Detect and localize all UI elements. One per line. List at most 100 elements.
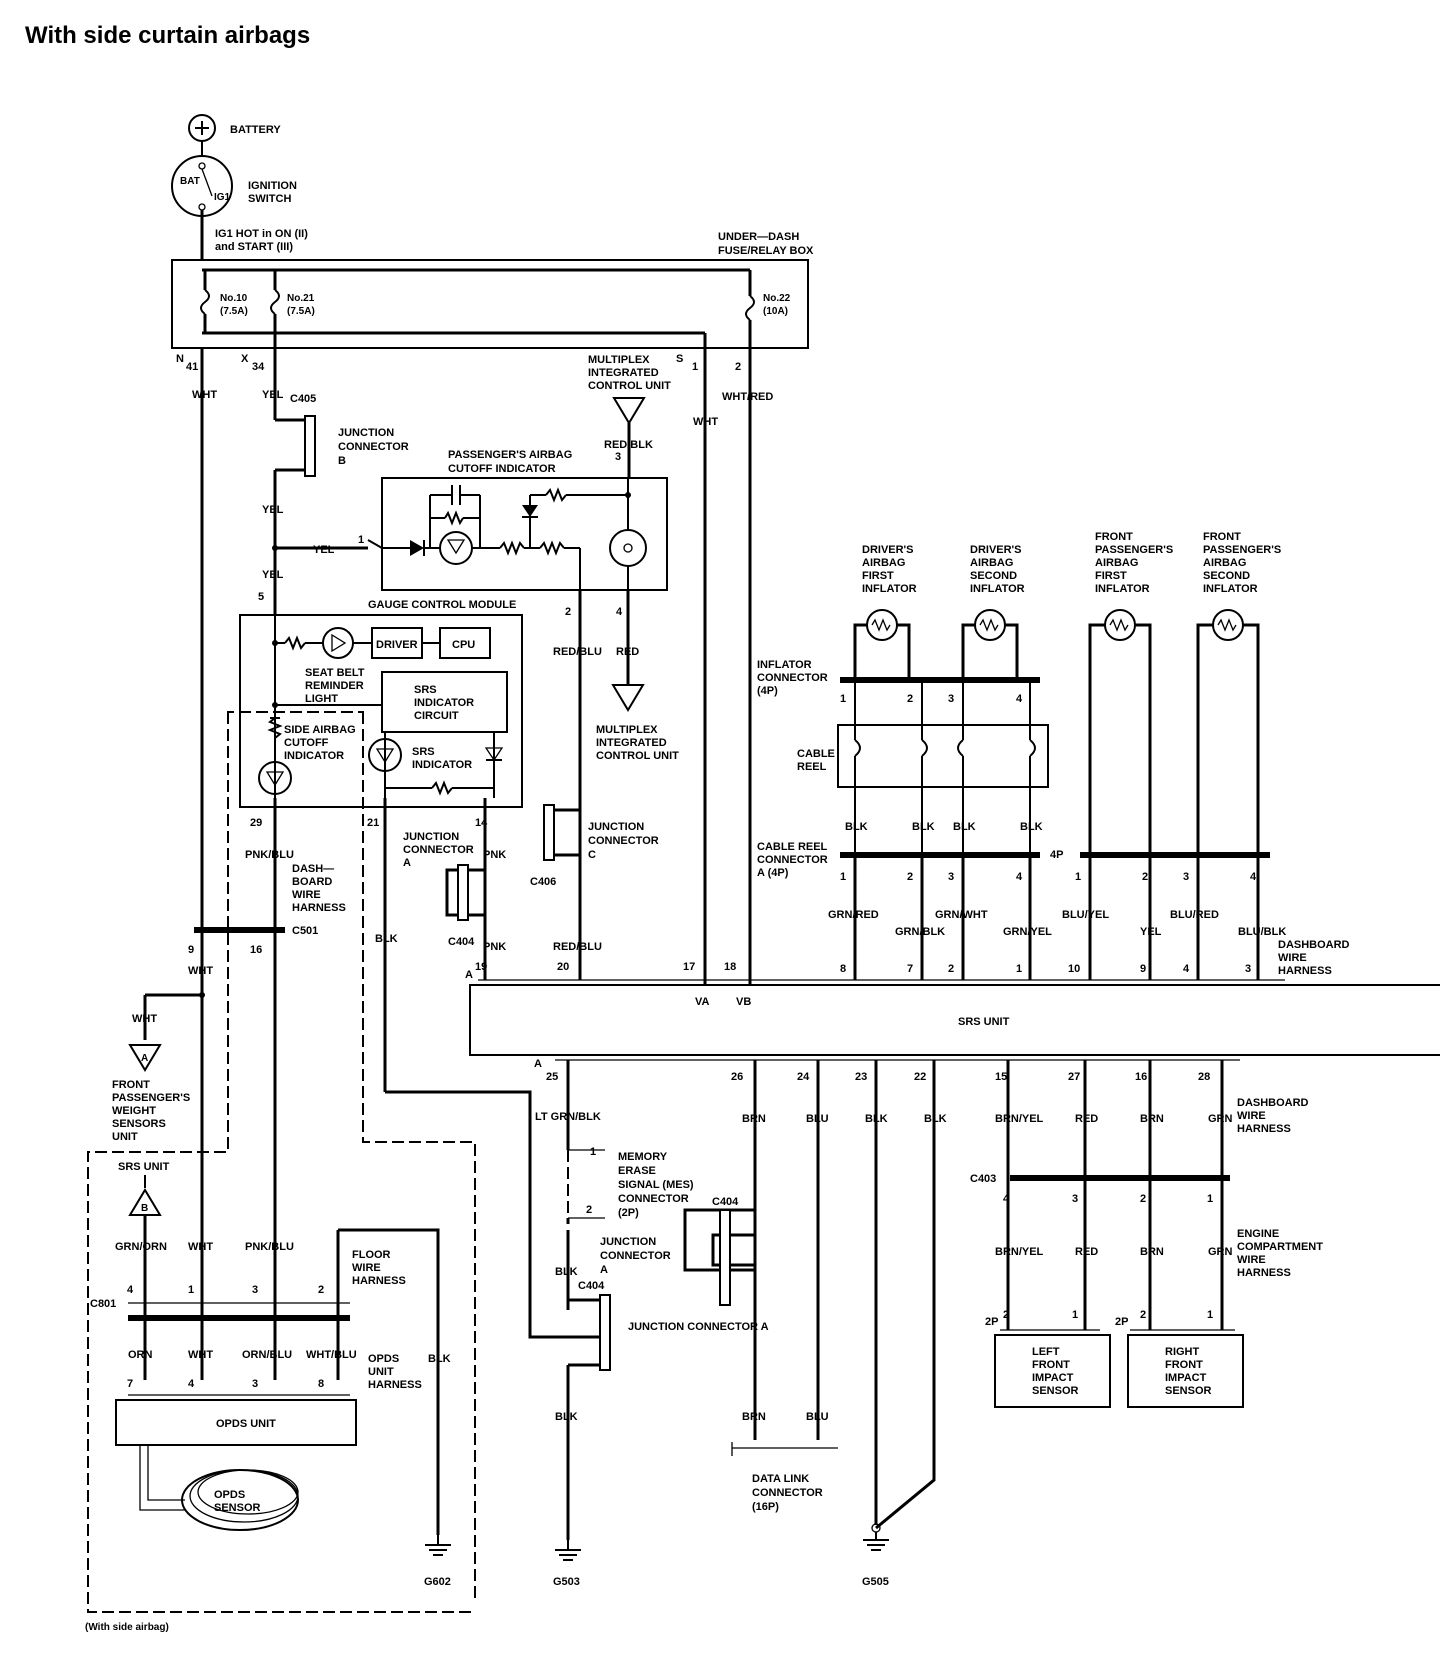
dlc-1: DATA LINK bbox=[752, 1473, 809, 1485]
inf-3-5: INFLATOR bbox=[1095, 583, 1150, 595]
dwh-top-1: DASHBOARD bbox=[1278, 939, 1350, 951]
conn-x: X bbox=[241, 353, 249, 365]
bat-label: BAT bbox=[180, 176, 200, 187]
wire-blk-3: BLK bbox=[912, 821, 935, 833]
wire-yel-1: YEL bbox=[262, 389, 284, 401]
inf-2-3: SECOND bbox=[970, 570, 1017, 582]
fuse-21-symbol bbox=[270, 289, 280, 315]
inf-4-1: FRONT bbox=[1203, 531, 1241, 543]
srs-conn-a-bot: A bbox=[534, 1058, 542, 1070]
junction-b-1: JUNCTION bbox=[338, 427, 394, 439]
wire-grn-red: GRN/RED bbox=[828, 909, 879, 921]
right-sensor-2: FRONT bbox=[1165, 1359, 1203, 1371]
wire-blk-10: BLK bbox=[428, 1353, 451, 1365]
wire-grn-wht: GRN/WHT bbox=[935, 909, 988, 921]
two-p-right: 2P bbox=[1115, 1316, 1128, 1328]
wire-blk-4: BLK bbox=[953, 821, 976, 833]
srs-indicator-circuit bbox=[381, 671, 508, 733]
srs-circuit-2: INDICATOR bbox=[414, 697, 474, 709]
svg-text:3: 3 bbox=[948, 693, 954, 705]
wire-blu-1: BLU bbox=[806, 1113, 829, 1125]
svg-text:4: 4 bbox=[1003, 1193, 1010, 1205]
inf-4-4: SECOND bbox=[1203, 570, 1250, 582]
right-sensor-1: RIGHT bbox=[1165, 1346, 1200, 1358]
mes-1: MEMORY bbox=[618, 1151, 668, 1163]
inf-conn-3: (4P) bbox=[757, 685, 778, 697]
floor-3: HARNESS bbox=[352, 1275, 406, 1287]
dlc-3: (16P) bbox=[752, 1501, 779, 1513]
svg-text:1: 1 bbox=[590, 1146, 596, 1158]
srs-circuit-3: CIRCUIT bbox=[414, 710, 459, 722]
c501-label: C501 bbox=[292, 925, 318, 937]
right-sensor-3: IMPACT bbox=[1165, 1372, 1207, 1384]
weight-5: UNIT bbox=[112, 1131, 138, 1143]
inf-3-4: FIRST bbox=[1095, 570, 1127, 582]
crc-3: A (4P) bbox=[757, 867, 789, 879]
side-airbag-3: INDICATOR bbox=[284, 750, 344, 762]
wire-blk-9: BLK bbox=[924, 1113, 947, 1125]
wire-red-blk: RED/BLK bbox=[604, 439, 653, 451]
svg-text:9: 9 bbox=[1140, 963, 1146, 975]
eng-1: ENGINE bbox=[1237, 1228, 1279, 1240]
wire-wht-2: WHT bbox=[188, 965, 213, 977]
left-sensor-2: FRONT bbox=[1032, 1359, 1070, 1371]
svg-text:2: 2 bbox=[318, 1284, 324, 1296]
multiplex-bot-2: INTEGRATED bbox=[596, 737, 667, 749]
svg-text:3: 3 bbox=[252, 1378, 258, 1390]
floor-1: FLOOR bbox=[352, 1249, 391, 1261]
svg-text:29: 29 bbox=[250, 817, 262, 829]
inf-1-3: FIRST bbox=[862, 570, 894, 582]
c404-label-2: C404 bbox=[578, 1280, 605, 1292]
multiplex-top-symbol bbox=[612, 397, 646, 425]
jca2-3: A bbox=[600, 1264, 608, 1276]
dash-harness-2: BOARD bbox=[292, 876, 332, 888]
fuse-10-id: No.10 bbox=[220, 293, 248, 304]
svg-text:2: 2 bbox=[1003, 1309, 1009, 1321]
wire-grn-2: GRN bbox=[1208, 1246, 1233, 1258]
gauge-module-label: GAUGE CONTROL MODULE bbox=[368, 599, 516, 611]
dwh-bot-2: WIRE bbox=[1237, 1110, 1266, 1122]
dwh-top-2: WIRE bbox=[1278, 952, 1307, 964]
svg-text:16: 16 bbox=[1135, 1071, 1147, 1083]
wire-pnk-blu-2: PNK/BLU bbox=[245, 1241, 294, 1253]
dwh-bot-3: HARNESS bbox=[1237, 1123, 1291, 1135]
fuse-10-symbol bbox=[200, 289, 210, 315]
svg-text:9: 9 bbox=[188, 944, 194, 956]
svg-text:4: 4 bbox=[1016, 693, 1023, 705]
svg-text:8: 8 bbox=[318, 1378, 324, 1390]
cable-reel-1: CABLE bbox=[797, 748, 835, 760]
svg-text:3: 3 bbox=[1072, 1193, 1078, 1205]
multiplex-bottom-symbol bbox=[611, 684, 645, 712]
pass-cutoff-1: PASSENGER'S AIRBAG bbox=[448, 449, 572, 461]
ground-g503-icon bbox=[555, 1540, 581, 1561]
wire-pnk-1: PNK bbox=[483, 849, 506, 861]
svg-text:2: 2 bbox=[586, 1204, 592, 1216]
svg-text:2: 2 bbox=[948, 963, 954, 975]
junction-c-3: C bbox=[588, 849, 596, 861]
with-side-airbag-note: (With side airbag) bbox=[85, 1622, 169, 1633]
svg-text:2: 2 bbox=[907, 871, 913, 883]
mes-3: SIGNAL (MES) bbox=[618, 1179, 694, 1191]
fuse-21-rating: (7.5A) bbox=[287, 306, 315, 317]
va-label: VA bbox=[695, 996, 710, 1008]
svg-text:4: 4 bbox=[1016, 871, 1023, 883]
eng-3: WIRE bbox=[1237, 1254, 1266, 1266]
wire-brn-1: BRN bbox=[742, 1113, 766, 1125]
wire-pnk-blu-1: PNK/BLU bbox=[245, 849, 294, 861]
wire-wht-blu: WHT/BLU bbox=[306, 1349, 357, 1361]
weight-3: WEIGHT bbox=[112, 1105, 156, 1117]
dwh-top-3: HARNESS bbox=[1278, 965, 1332, 977]
inf-4-2: PASSENGER'S bbox=[1203, 544, 1281, 556]
ground-g505-icon bbox=[863, 1523, 889, 1551]
fuse-box-name-1: UNDER—DASH bbox=[718, 231, 799, 243]
c406-label: C406 bbox=[530, 876, 556, 888]
jca2-1: JUNCTION bbox=[600, 1236, 656, 1248]
dlc-2: CONNECTOR bbox=[752, 1487, 823, 1499]
srs-circuit-1: SRS bbox=[414, 684, 437, 696]
wire-wht-4: WHT bbox=[693, 416, 718, 428]
left-front-impact-sensor bbox=[994, 1334, 1111, 1408]
wire-wht-red: WHT/RED bbox=[722, 391, 773, 403]
wire-yel-5: YEL bbox=[1140, 926, 1162, 938]
dash-harness-3: WIRE bbox=[292, 889, 321, 901]
svg-text:4: 4 bbox=[616, 606, 623, 618]
